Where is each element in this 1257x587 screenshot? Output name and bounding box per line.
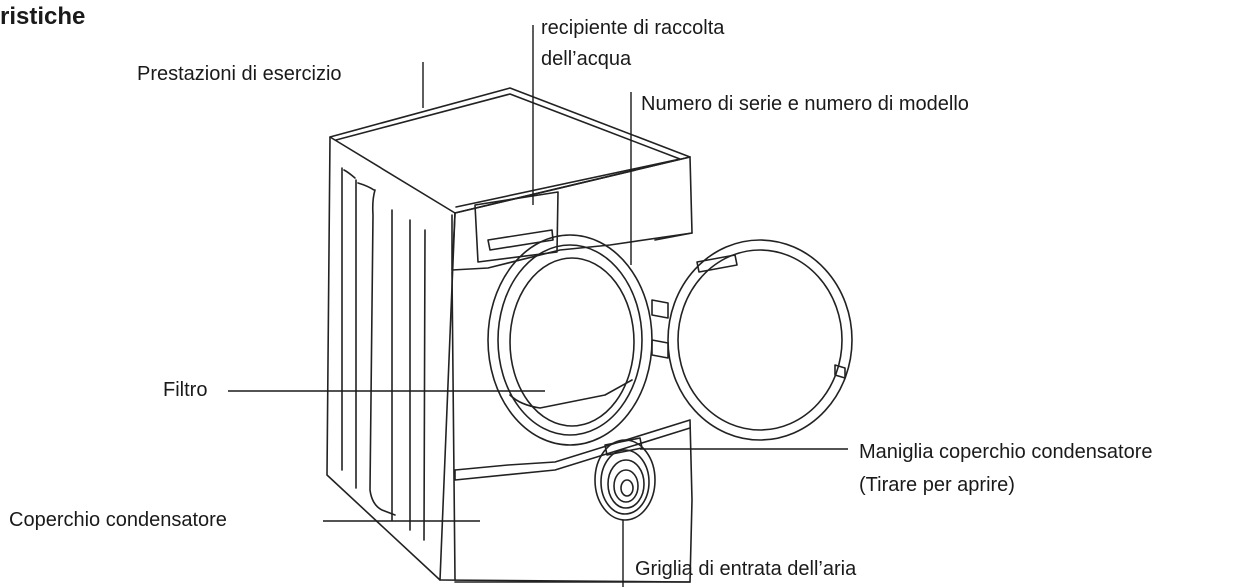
label-condenser-handle-line2: (Tirare per aprire) xyxy=(859,474,1015,496)
door-opening-ring xyxy=(487,234,653,446)
door-hinge xyxy=(651,299,669,359)
label-condenser-handle-line1: Maniglia coperchio condensatore xyxy=(859,441,1153,463)
page-title: ristiche xyxy=(0,3,86,30)
open-door xyxy=(667,239,853,441)
air-grille-drawing xyxy=(594,437,656,521)
dryer-front-panel xyxy=(454,156,693,241)
label-serial-number: Numero di serie e numero di modello xyxy=(641,93,969,115)
label-filter: Filtro xyxy=(163,379,208,401)
water-container-drawer xyxy=(474,191,559,263)
label-water-container-line1: recipiente di raccolta xyxy=(541,17,725,39)
label-water-container-line2: dell’acqua xyxy=(541,48,632,70)
label-air-grille: Griglia di entrata dell’aria xyxy=(635,558,857,580)
dryer-side-panel xyxy=(326,136,456,581)
label-condenser-cover: Coperchio condensatore xyxy=(9,509,227,531)
dryer-top-panel xyxy=(329,87,691,214)
label-performance: Prestazioni di esercizio xyxy=(137,63,342,85)
